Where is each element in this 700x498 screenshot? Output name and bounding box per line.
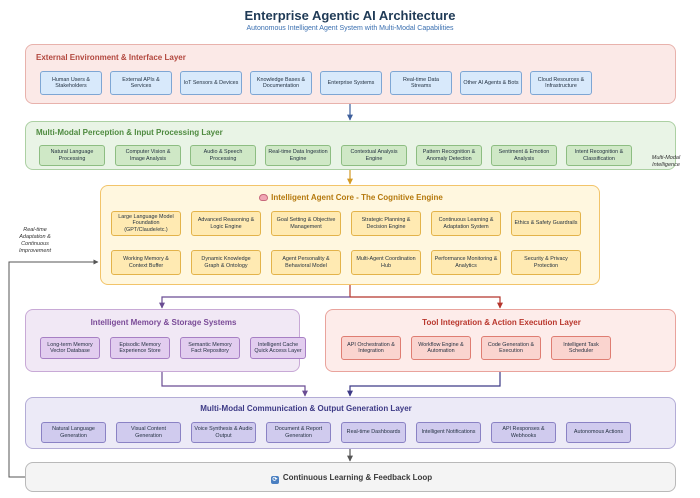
perception-layer-title: Multi-Modal Perception & Input Processin… (36, 128, 223, 137)
tools-layer-title: Tool Integration & Action Execution Laye… (422, 318, 581, 327)
communication-item-voice: Voice Synthesis & Audio Output (191, 422, 256, 443)
external-item-data-streams: Real-time Data Streams (390, 71, 452, 95)
communication-item-api-responses: API Responses & Webhooks (491, 422, 556, 443)
tools-item-code-generation: Code Generation & Execution (481, 336, 541, 360)
external-item-human-users: Human Users & Stakeholders (40, 71, 102, 95)
external-layer: External Environment & Interface Layer H… (25, 44, 676, 104)
tools-item-workflow: Workflow Engine & Automation (411, 336, 471, 360)
external-layer-title: External Environment & Interface Layer (36, 53, 186, 62)
tools-layer: Tool Integration & Action Execution Laye… (325, 309, 676, 372)
perception-item-vision: Computer Vision & Image Analysis (115, 145, 181, 166)
memory-layer: Intelligent Memory & Storage Systems Lon… (25, 309, 306, 372)
arrow-feedback-to-core (8, 259, 99, 478)
communication-item-notifications: Intelligent Notifications (416, 422, 481, 443)
external-item-apis: External APIs & Services (110, 71, 172, 95)
core-item-knowledge-graph: Dynamic Knowledge Graph & Ontology (191, 250, 261, 275)
perception-item-sentiment: Sentiment & Emotion Analysis (491, 145, 557, 166)
communication-layer-title: Multi-Modal Communication & Output Gener… (200, 404, 412, 413)
tools-item-api-orchestration: API Orchestration & Integration (341, 336, 401, 360)
brain-icon (259, 194, 269, 201)
realtime-adaptation-label: Real-time Adaptation & Continuous Improv… (18, 227, 52, 254)
core-layer: Intelligent Agent Core - The Cognitive E… (100, 185, 600, 285)
perception-item-pattern: Pattern Recognition & Anomaly Detection (416, 145, 482, 166)
external-item-ai-agents: Other AI Agents & Bots (460, 71, 522, 95)
core-item-reasoning: Advanced Reasoning & Logic Engine (191, 211, 261, 236)
perception-item-intent: Intent Recognition & Classification (566, 145, 632, 166)
core-item-coordination: Multi-Agent Coordination Hub (351, 250, 421, 275)
core-item-planning: Strategic Planning & Decision Engine (351, 211, 421, 236)
communication-layer: Multi-Modal Communication & Output Gener… (25, 397, 676, 449)
feedback-loop-layer: ⟳Continuous Learning & Feedback Loop (25, 462, 676, 492)
external-item-knowledge-bases: Knowledge Bases & Documentation (250, 71, 312, 95)
communication-item-autonomous: Autonomous Actions (566, 422, 631, 443)
arrow-core-to-tools (350, 296, 503, 309)
perception-item-nlp: Natural Language Processing (39, 145, 105, 166)
core-item-llm: Large Language Model Foundation (GPT/Cla… (111, 211, 181, 236)
memory-item-episodic: Episodic Memory Experience Store (110, 337, 170, 359)
memory-item-long-term: Long-term Memory Vector Database (40, 337, 100, 359)
feedback-loop-title-text: Continuous Learning & Feedback Loop (282, 473, 433, 482)
core-layer-title: Intelligent Agent Core - The Cognitive E… (101, 193, 601, 202)
memory-item-cache: Intelligent Cache Quick Access Layer (250, 337, 306, 359)
arrow-memory-to-communication (161, 372, 308, 397)
feedback-loop-title: ⟳Continuous Learning & Feedback Loop (26, 473, 677, 484)
core-item-learning: Continuous Learning & Adaptation System (431, 211, 501, 236)
multimodal-intelligence-label: Multi-Modal Intelligence (651, 155, 681, 168)
tools-item-scheduler: Intelligent Task Scheduler (551, 336, 611, 360)
memory-item-semantic: Semantic Memory Fact Repository (180, 337, 240, 359)
core-title-text: Intelligent Agent Core - The Cognitive E… (271, 193, 443, 202)
arrow-tools-to-communication (347, 372, 501, 397)
perception-item-contextual: Contextual Analysis Engine (341, 145, 407, 166)
perception-layer: Multi-Modal Perception & Input Processin… (25, 121, 676, 170)
external-item-enterprise: Enterprise Systems (320, 71, 382, 95)
refresh-icon: ⟳ (270, 476, 279, 484)
communication-item-nlg: Natural Language Generation (41, 422, 106, 443)
memory-layer-title: Intelligent Memory & Storage Systems (90, 318, 237, 327)
core-item-personality: Agent Personality & Behavioral Model (271, 250, 341, 275)
diagram-subtitle: Autonomous Intelligent Agent System with… (246, 25, 454, 32)
perception-item-audio: Audio & Speech Processing (190, 145, 256, 166)
communication-item-document: Document & Report Generation (266, 422, 331, 443)
core-item-ethics: Ethics & Safety Guardrails (511, 211, 581, 236)
external-item-cloud: Cloud Resources & Infrastructure (530, 71, 592, 95)
communication-item-dashboards: Real-time Dashboards (341, 422, 406, 443)
diagram-title: Enterprise Agentic AI Architecture (244, 8, 456, 23)
core-item-monitoring: Performance Monitoring & Analytics (431, 250, 501, 275)
core-item-security: Security & Privacy Protection (511, 250, 581, 275)
external-item-iot: IoT Sensors & Devices (180, 71, 242, 95)
perception-item-data-ingestion: Real-time Data Ingestion Engine (265, 145, 331, 166)
arrow-core-to-memory (159, 296, 350, 309)
communication-item-visual: Visual Content Generation (116, 422, 181, 443)
core-item-working-memory: Working Memory & Context Buffer (111, 250, 181, 275)
core-item-goal: Goal Setting & Objective Management (271, 211, 341, 236)
